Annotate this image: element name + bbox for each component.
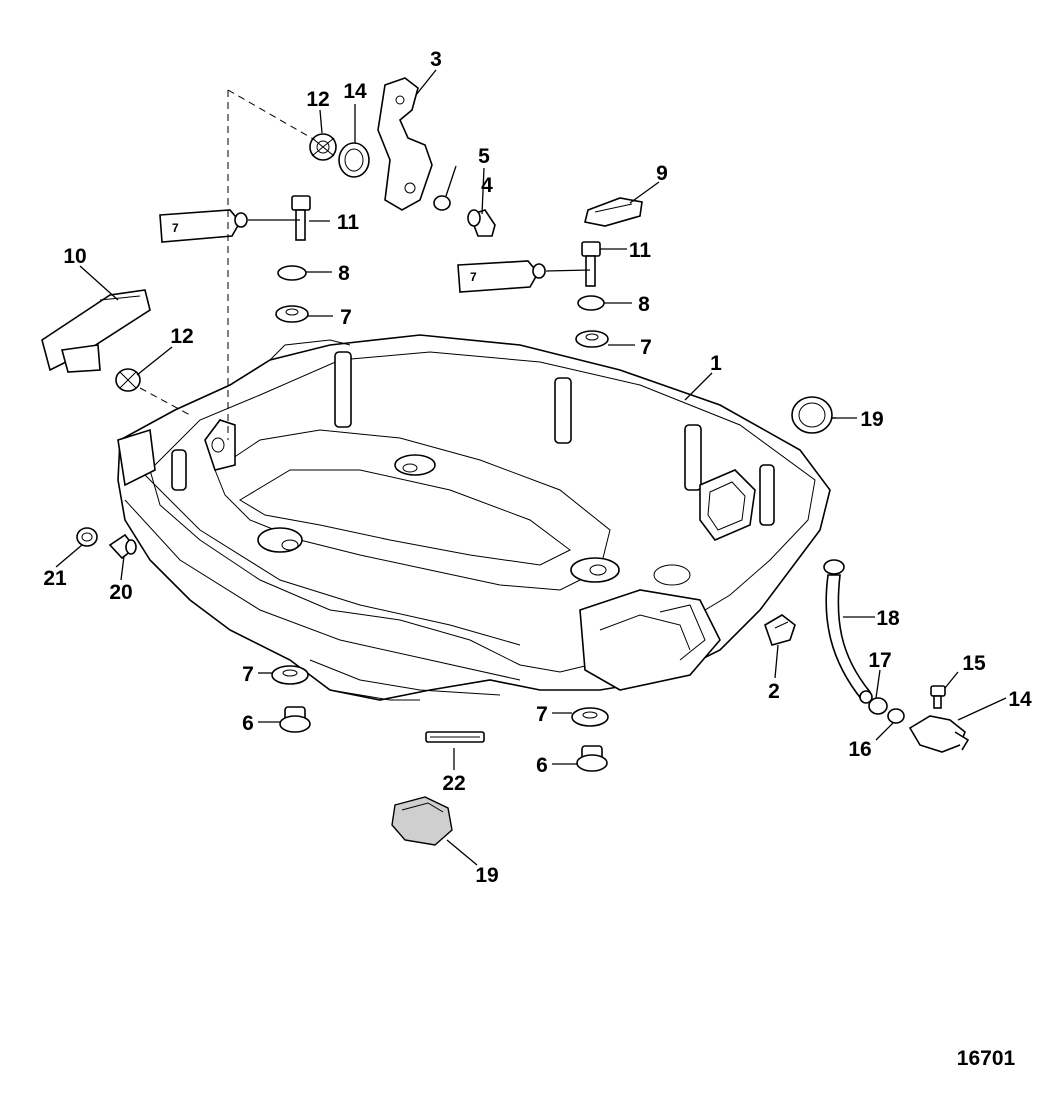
- callout-label: 5: [478, 145, 490, 168]
- bolt-icon: [581, 241, 601, 287]
- sealant-tube-icon: 7: [457, 260, 591, 293]
- callouts: 3 12 14 5 4 9 11 11 8 8 7 7 10 12 1 19 2…: [43, 48, 1032, 1070]
- screw-icon: [467, 209, 496, 237]
- bolt-icon: [291, 195, 311, 241]
- grommet-icon: [115, 368, 141, 392]
- seal-ring-icon: [791, 396, 833, 434]
- callout-label: 17: [868, 649, 891, 672]
- sealant-tube-label: 7: [470, 270, 477, 284]
- ring-icon: [338, 142, 370, 178]
- handle-icon: [41, 289, 151, 373]
- figure-number: 16701: [957, 1047, 1016, 1070]
- grommet-icon: [271, 665, 309, 685]
- callout-label: 9: [656, 162, 668, 185]
- callout-label: 11: [337, 211, 360, 234]
- callout-label: 19: [475, 864, 498, 887]
- leader-lines: [55, 69, 1007, 866]
- callout-label: 22: [442, 772, 465, 795]
- callout-label: 4: [481, 174, 493, 197]
- sealant-tube-label: 7: [172, 221, 179, 235]
- callout-label: 20: [109, 581, 132, 604]
- clip-icon: [76, 527, 98, 547]
- mount-icon: [279, 706, 311, 733]
- callout-label: 10: [63, 245, 86, 268]
- grommet-icon: [575, 330, 609, 348]
- mount-icon: [576, 745, 608, 772]
- bracket-part: [377, 77, 433, 211]
- washer-icon: [277, 265, 307, 281]
- callout-label: 6: [242, 712, 254, 735]
- clip-icon: [764, 614, 796, 646]
- callout-label: 18: [876, 607, 900, 630]
- callout-label: 1: [710, 352, 722, 375]
- callout-label: 2: [768, 680, 780, 703]
- washer-icon: [433, 195, 451, 211]
- grommet-icon: [571, 707, 609, 727]
- grommet-icon: [309, 133, 337, 161]
- callout-label: 7: [536, 703, 548, 726]
- callout-label: 7: [242, 663, 254, 686]
- callout-label: 15: [962, 652, 986, 675]
- bottom-cowl-part: [117, 334, 831, 701]
- callout-label: 12: [170, 325, 193, 348]
- callout-label: 8: [338, 262, 350, 285]
- fitting-icon: [887, 708, 905, 724]
- hose-icon: [823, 559, 873, 704]
- callout-label: 7: [640, 336, 652, 359]
- callout-label: 7: [340, 306, 352, 329]
- callout-label: 3: [430, 48, 442, 71]
- valve-icon: [908, 715, 970, 753]
- callout-label: 8: [638, 293, 650, 316]
- screw-icon: [930, 685, 946, 709]
- callout-label: 16: [848, 738, 871, 761]
- pad-icon: [584, 197, 643, 227]
- callout-label: 19: [860, 408, 883, 431]
- callout-label: 11: [629, 239, 652, 262]
- washer-icon: [577, 295, 605, 311]
- sealant-tube-icon: 7: [159, 209, 300, 243]
- callout-label: 14: [1008, 688, 1032, 711]
- strip-icon: [425, 731, 485, 743]
- callout-label: 6: [536, 754, 548, 777]
- assembly-lines: [139, 89, 316, 440]
- fitting-icon: [108, 533, 137, 560]
- clamp-icon: [868, 697, 888, 715]
- plug-icon: [391, 796, 453, 846]
- callout-label: 21: [43, 567, 67, 590]
- callout-label: 12: [306, 88, 329, 111]
- callout-label: 14: [343, 80, 367, 103]
- grommet-icon: [275, 305, 309, 323]
